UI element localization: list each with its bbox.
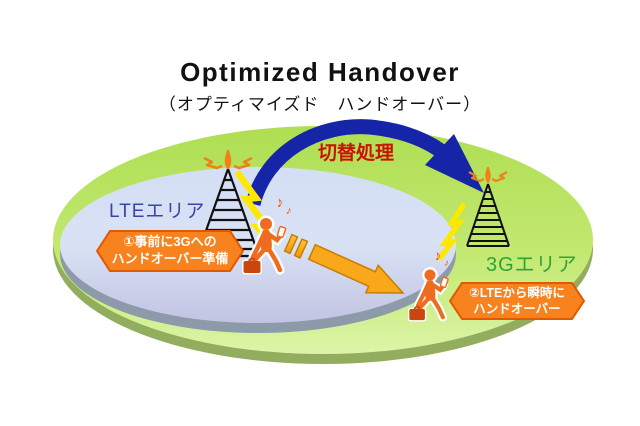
callout-hexagon: [96, 230, 244, 272]
g3-area-label: 3Gエリア: [486, 254, 578, 276]
lte-antenna-icon: [203, 149, 253, 170]
callout-prepare-line1: ①事前に3Gへの: [123, 234, 217, 250]
walking-person-lte-icon: [242, 218, 287, 275]
callout-prepare-handover: ①事前に3Gへの ハンドオーバー準備: [96, 230, 244, 272]
callout-instant-line2: ハンドオーバー: [473, 302, 561, 316]
walking-person-3g-icon: [407, 269, 449, 321]
movement-arrow: [283, 233, 405, 294]
switch-curved-arrow: [245, 119, 484, 207]
callout-instant-line1: ②LTEから瞬時に: [469, 285, 565, 300]
callout-instant-handover: ②LTEから瞬時に ハンドオーバー: [449, 282, 585, 320]
lte-tower-icon: [195, 149, 261, 258]
lte-area-label: LTEエリア: [109, 201, 206, 222]
callout-hexagon: [449, 282, 585, 320]
g3-antenna-icon: [468, 166, 508, 184]
lightning-icon-3g: [436, 202, 467, 261]
page-title: Optimized Handover: [180, 57, 460, 87]
callout-prepare-line2: ハンドオーバー準備: [111, 251, 229, 266]
g3-tower-icon: [466, 166, 510, 247]
lightning-icon-lte: [234, 170, 276, 250]
page-subtitle: （オプティマイズド ハンドオーバー）: [158, 95, 482, 114]
switch-process-label: 切替処理: [318, 143, 395, 164]
